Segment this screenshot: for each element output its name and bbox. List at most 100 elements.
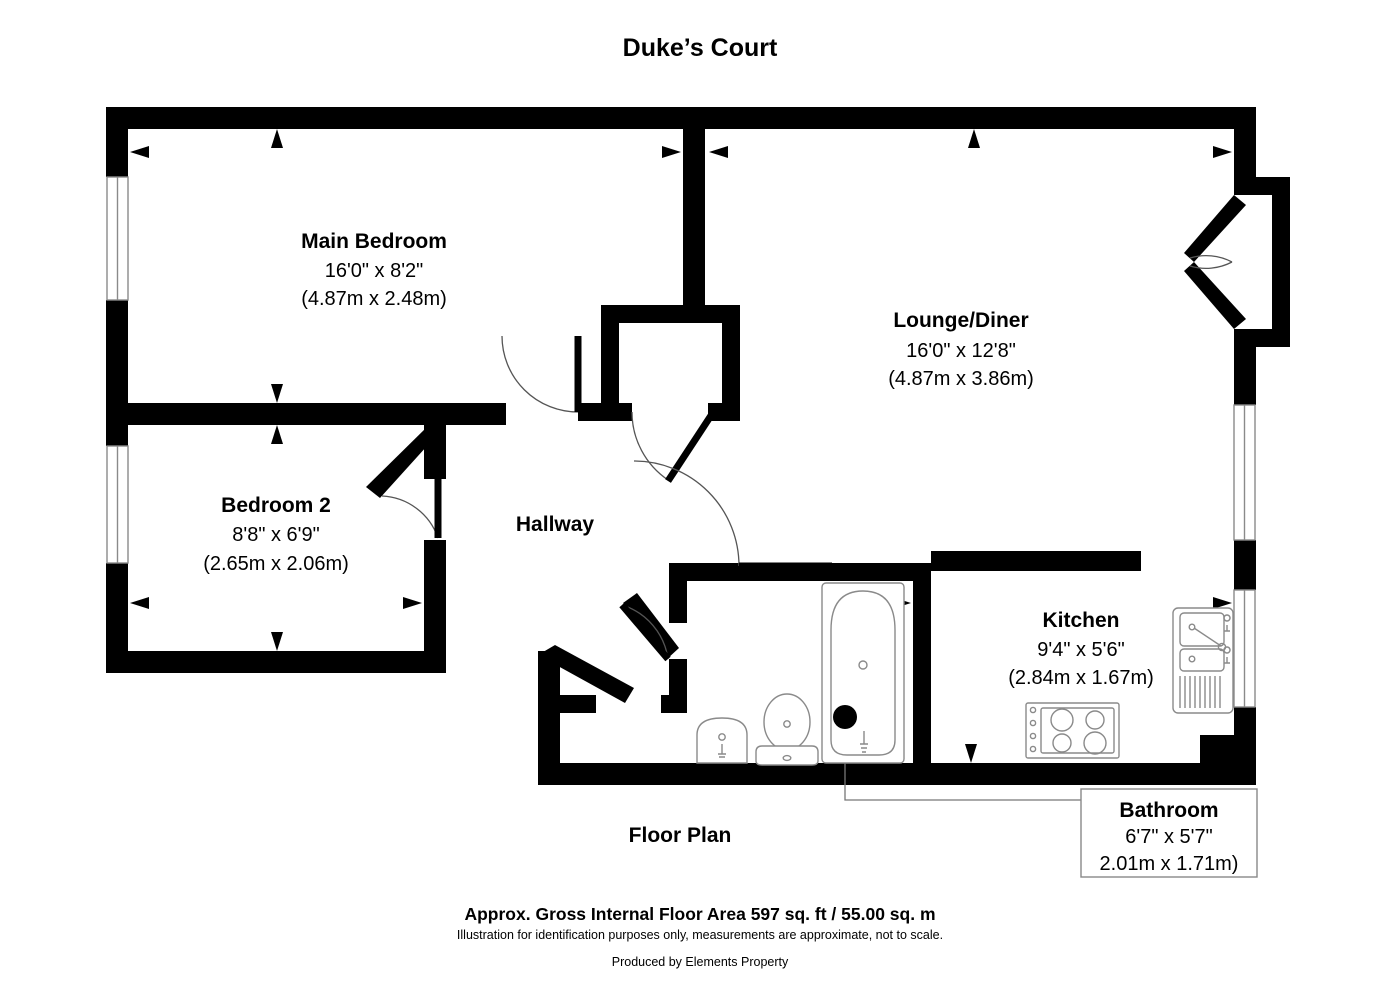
wall-bedroom-divider — [128, 403, 506, 425]
bathroom-callout: Bathroom 6'7" x 5'7" 2.01m x 1.71m) — [1080, 788, 1258, 878]
bathroom-dim-metric: 2.01m x 1.71m) — [1100, 853, 1239, 875]
kitchen-sink-drain-1-icon — [1188, 623, 1196, 631]
gross-internal-area-text: Approx. Gross Internal Floor Area 597 sq… — [464, 904, 936, 924]
hob-icon — [1025, 702, 1120, 759]
lounge-diner-dim-imperial: 16'0" x 12'8" — [906, 340, 1016, 362]
wall-hall-stub-left — [560, 695, 596, 713]
wall-bedroom-lounge-divider — [683, 107, 705, 307]
wall-hall-lower-left-vert — [538, 651, 560, 773]
wall-bay-bottom — [1234, 329, 1290, 347]
dim-arrow-lounge-top — [968, 129, 980, 148]
producer-text: Produced by Elements Property — [611, 955, 789, 969]
dim-arrow-bedroom2-top — [271, 425, 283, 444]
wall-bathroom-top — [669, 563, 931, 581]
wall-hall-angled-left — [538, 645, 634, 703]
hob-burner-4-icon — [1083, 731, 1107, 755]
wall-bedroom2-bottom — [106, 651, 446, 673]
bathroom-callout-leader-line — [844, 763, 1081, 801]
wall-left-upper — [106, 107, 128, 177]
wall-cupboard-bottom-right — [708, 403, 740, 421]
door-group — [381, 195, 1246, 662]
french-door-arc-upper — [1189, 255, 1233, 263]
bathtub-drain-icon — [858, 660, 868, 670]
dim-arrow-kitchen-top — [965, 551, 977, 570]
dim-arrow-bedroom2-bottom — [271, 632, 283, 651]
dim-arrow-main-bedroom-bottom — [271, 384, 283, 403]
door-arc-main-bedroom — [501, 335, 579, 413]
main-bedroom-dim-imperial: 16'0" x 8'2" — [325, 260, 424, 282]
door-arc-cupboard — [631, 411, 669, 481]
wall-kitchen-step-vert — [1200, 735, 1222, 763]
kitchen-sink-drain-2-icon — [1188, 655, 1196, 663]
dim-arrow-lounge-right — [1213, 146, 1232, 158]
french-door-leaf-upper — [1184, 195, 1246, 262]
kitchen-sink-unit-icon — [1172, 607, 1234, 714]
bathroom-name: Bathroom — [1119, 799, 1218, 822]
bedroom-2-name: Bedroom 2 — [221, 494, 331, 517]
bathroom-dim-imperial: 6'7" x 5'7" — [1125, 826, 1212, 848]
hob-burner-1-icon — [1050, 708, 1074, 732]
basin-drain-icon — [718, 733, 726, 741]
bathroom-callout-box — [1080, 788, 1258, 878]
toilet-drain-icon — [783, 720, 791, 728]
room-label-kitchen: Kitchen 9'4" x 5'6" (2.84m x 1.67m) — [1008, 609, 1154, 689]
kitchen-sink-bowl2-icon — [1179, 648, 1225, 672]
wall-bedroom2-right-lower — [424, 540, 446, 660]
toilet-bowl-icon — [763, 693, 811, 751]
wall-right-lower-a — [1234, 540, 1256, 590]
room-label-bedroom-2: Bedroom 2 8'8" x 6'9" (2.65m x 2.06m) — [203, 494, 349, 575]
hob-burner-2-icon — [1085, 710, 1105, 730]
wall-left-lower — [106, 563, 128, 673]
basin-tap-icon — [718, 744, 726, 758]
wall-cupboard-bottom-left — [578, 403, 632, 421]
kitchen-tap-arm-icon — [1193, 627, 1222, 647]
wall-bathroom-left — [669, 563, 687, 623]
kitchen-dim-metric: (2.84m x 1.67m) — [1008, 667, 1154, 689]
dim-arrow-kitchen-bottom — [965, 744, 977, 763]
wall-right-upper — [1234, 107, 1256, 181]
floor-plan-drawing: Main Bedroom 16'0" x 8'2" (4.87m x 2.48m… — [106, 107, 1290, 878]
hob-burner-3-icon — [1052, 733, 1072, 753]
kitchen-fixtures — [1025, 607, 1234, 759]
window-group — [106, 176, 1256, 708]
toilet-flush-icon — [782, 754, 792, 762]
wall-bay-right — [1272, 177, 1290, 347]
door-arc-lounge — [633, 460, 740, 567]
wall-group — [106, 107, 1290, 785]
door-arc-bathroom — [621, 604, 669, 660]
bathtub-inner-icon — [830, 590, 896, 756]
kitchen-name: Kitchen — [1042, 609, 1119, 632]
hob-knob-2-icon — [1029, 719, 1037, 727]
kitchen-drainer-grooves-icon — [1179, 676, 1221, 708]
dim-arrow-main-bedroom-top — [271, 129, 283, 148]
wall-right-mid — [1234, 347, 1256, 405]
french-door-leaf-lower — [1184, 262, 1246, 329]
wall-bottom-outer — [538, 763, 1256, 785]
wall-cupboard-left — [601, 305, 619, 418]
hob-knob-3-icon — [1029, 732, 1037, 740]
floor-plan-caption: Floor Plan — [628, 824, 732, 847]
french-door-arc-lower — [1189, 261, 1233, 269]
dim-arrow-kitchen-right — [1213, 597, 1232, 609]
lounge-diner-name: Lounge/Diner — [893, 309, 1028, 332]
dim-arrow-main-bedroom-left — [130, 146, 149, 158]
bedroom-2-dim-metric: (2.65m x 2.06m) — [203, 553, 349, 575]
wall-bathroom-right — [913, 563, 931, 763]
bathroom-fixtures — [696, 582, 905, 766]
kitchen-sink-bowl-icon — [1179, 612, 1225, 647]
dim-arrow-bedroom2-left — [130, 597, 149, 609]
wall-left-mid — [106, 300, 128, 446]
hallway-label: Hallway — [516, 513, 595, 536]
lounge-diner-dim-metric: (4.87m x 3.86m) — [888, 368, 1034, 390]
dimension-arrow-group — [130, 129, 1232, 763]
door-arc-bedroom2 — [381, 495, 439, 539]
wall-kitchen-lounge-divider — [931, 551, 1141, 571]
dim-arrow-main-bedroom-right — [662, 146, 681, 158]
kitchen-dim-imperial: 9'4" x 5'6" — [1037, 639, 1124, 661]
disclaimer-text: Illustration for identification purposes… — [456, 928, 944, 942]
door-leaf-cupboard — [665, 412, 715, 483]
bedroom-2-dim-imperial: 8'8" x 6'9" — [232, 524, 319, 546]
kitchen-tap-handle-1-icon — [1223, 614, 1231, 632]
wall-top-outer — [106, 107, 1256, 129]
